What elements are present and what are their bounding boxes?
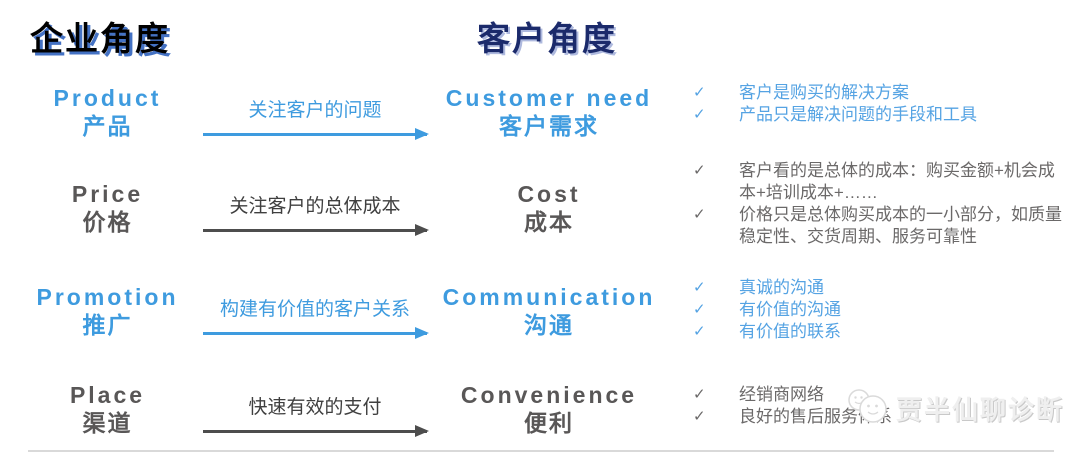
enterprise-term-en: Promotion [36, 284, 179, 310]
marketing-row: Promotion 推广 构建有价值的客户关系 Communication 沟通… [0, 278, 1080, 393]
bullet-text: 真诚的沟通 [739, 278, 824, 297]
bullet-item: ✓ 有价值的联系 [688, 321, 1070, 343]
marketing-row: Place 渠道 快速有效的支付 Convenience 便利 ✓ 经销商网络 ✓ 良… [0, 381, 1080, 459]
checkmark-icon: ✓ [693, 206, 706, 223]
bullet-text: 有价值的联系 [739, 322, 841, 341]
checkmark-icon: ✓ [693, 301, 706, 318]
checkmark-icon: ✓ [693, 279, 706, 296]
watermark-text: 贾半仙聊诊断 [895, 395, 1064, 425]
checkmark-icon: ✓ [693, 386, 706, 403]
customer-term-cn: 便利 [524, 410, 574, 436]
enterprise-term: Product 产品 [15, 84, 200, 140]
enterprise-term-cn: 推广 [82, 312, 133, 338]
marketing-row: Product 产品 关注客户的问题 Customer need 客户需求 ✓ 客… [0, 82, 1080, 194]
customer-term-en: Communication [442, 284, 656, 310]
enterprise-term-en: Price [71, 181, 144, 207]
enterprise-term: Price 价格 [15, 180, 200, 236]
bullet-item: ✓ 客户看的是总体的成本：购买金额+机会成本+培训成本+…… [688, 160, 1070, 204]
transition-arrow: 关注客户的总体成本 [203, 180, 429, 236]
enterprise-term: Promotion 推广 [15, 283, 200, 339]
transition-arrow: 快速有效的支付 [203, 381, 429, 437]
transition-arrow: 关注客户的问题 [203, 84, 429, 140]
bullet-text: 产品只是解决问题的手段和工具 [739, 105, 977, 124]
enterprise-term-cn: 渠道 [82, 410, 133, 436]
right-arrow-icon [203, 128, 429, 140]
enterprise-term: Place 渠道 [15, 381, 200, 437]
arrow-label: 快速有效的支付 [248, 397, 382, 418]
enterprise-term-cn: 价格 [82, 209, 133, 235]
checkmark-icon: ✓ [693, 323, 706, 340]
bullet-text: 有价值的沟通 [739, 300, 841, 319]
arrow-label: 关注客户的问题 [248, 100, 382, 121]
transition-arrow: 构建有价值的客户关系 [203, 283, 429, 339]
bullet-text: 价格只是总体购买成本的一小部分，如质量稳定性、交货周期、服务可靠性 [739, 205, 1062, 246]
right-arrow-icon [203, 327, 429, 339]
bottom-divider [28, 450, 1054, 452]
customer-term-en: Customer need [445, 85, 653, 111]
marketing-row: Price 价格 关注客户的总体成本 Cost 成本 ✓ 客户看的是总体的成本：购… [0, 161, 1080, 290]
right-arrow-icon [203, 425, 429, 437]
bullet-text: 经销商网络 [739, 385, 824, 404]
customer-term: Cost 成本 [436, 180, 662, 236]
checkmark-icon: ✓ [693, 162, 706, 179]
bullet-text: 良好的售后服务体系 [739, 407, 892, 426]
bullet-item: ✓ 良好的售后服务体系 [688, 406, 1070, 428]
bullet-item: ✓ 价格只是总体购买成本的一小部分，如质量稳定性、交货周期、服务可靠性 [688, 204, 1070, 248]
bullet-item: ✓ 产品只是解决问题的手段和工具 [688, 104, 1070, 126]
watermark: 贾半仙聊诊断 [844, 388, 1064, 429]
customer-term-en: Cost [517, 181, 581, 207]
checkmark-icon: ✓ [693, 408, 706, 425]
customer-term-cn: 客户需求 [499, 113, 599, 139]
bullet-item: ✓ 客户是购买的解决方案 [688, 82, 1070, 104]
customer-term-cn: 成本 [524, 209, 574, 235]
checkmark-icon: ✓ [693, 106, 706, 123]
customer-term: Convenience 便利 [436, 381, 662, 437]
checkmark-icon: ✓ [693, 84, 706, 101]
bullet-list: ✓ 客户看的是总体的成本：购买金额+机会成本+培训成本+…… ✓ 价格只是总体购买成本… [688, 160, 1070, 248]
bullet-list: ✓ 客户是购买的解决方案 ✓ 产品只是解决问题的手段和工具 [688, 82, 1070, 126]
bullet-item: ✓ 有价值的沟通 [688, 299, 1070, 321]
customer-perspective-title: 客户角度 [477, 20, 617, 57]
bullet-text: 客户看的是总体的成本：购买金额+机会成本+培训成本+…… [739, 161, 1055, 202]
customer-term-en: Convenience [460, 382, 638, 408]
enterprise-term-en: Place [69, 382, 146, 408]
enterprise-term-en: Product [53, 85, 162, 111]
customer-term-cn: 沟通 [524, 312, 574, 338]
customer-term: Communication 沟通 [436, 283, 662, 339]
right-arrow-icon [203, 224, 429, 236]
customer-term: Customer need 客户需求 [436, 84, 662, 140]
bullet-list: ✓ 真诚的沟通 ✓ 有价值的沟通 ✓ 有价值的联系 [688, 277, 1070, 343]
enterprise-perspective-title: 企业角度 [30, 20, 170, 57]
bullet-text: 客户是购买的解决方案 [739, 83, 909, 102]
bullet-item: ✓ 真诚的沟通 [688, 277, 1070, 299]
arrow-label: 关注客户的总体成本 [229, 196, 401, 217]
bullet-list: ✓ 经销商网络 ✓ 良好的售后服务体系 [688, 384, 1070, 428]
arrow-label: 构建有价值的客户关系 [219, 299, 410, 320]
enterprise-term-cn: 产品 [82, 113, 133, 139]
bullet-item: ✓ 经销商网络 [688, 384, 1070, 406]
smiley-faces-icon [844, 388, 892, 429]
